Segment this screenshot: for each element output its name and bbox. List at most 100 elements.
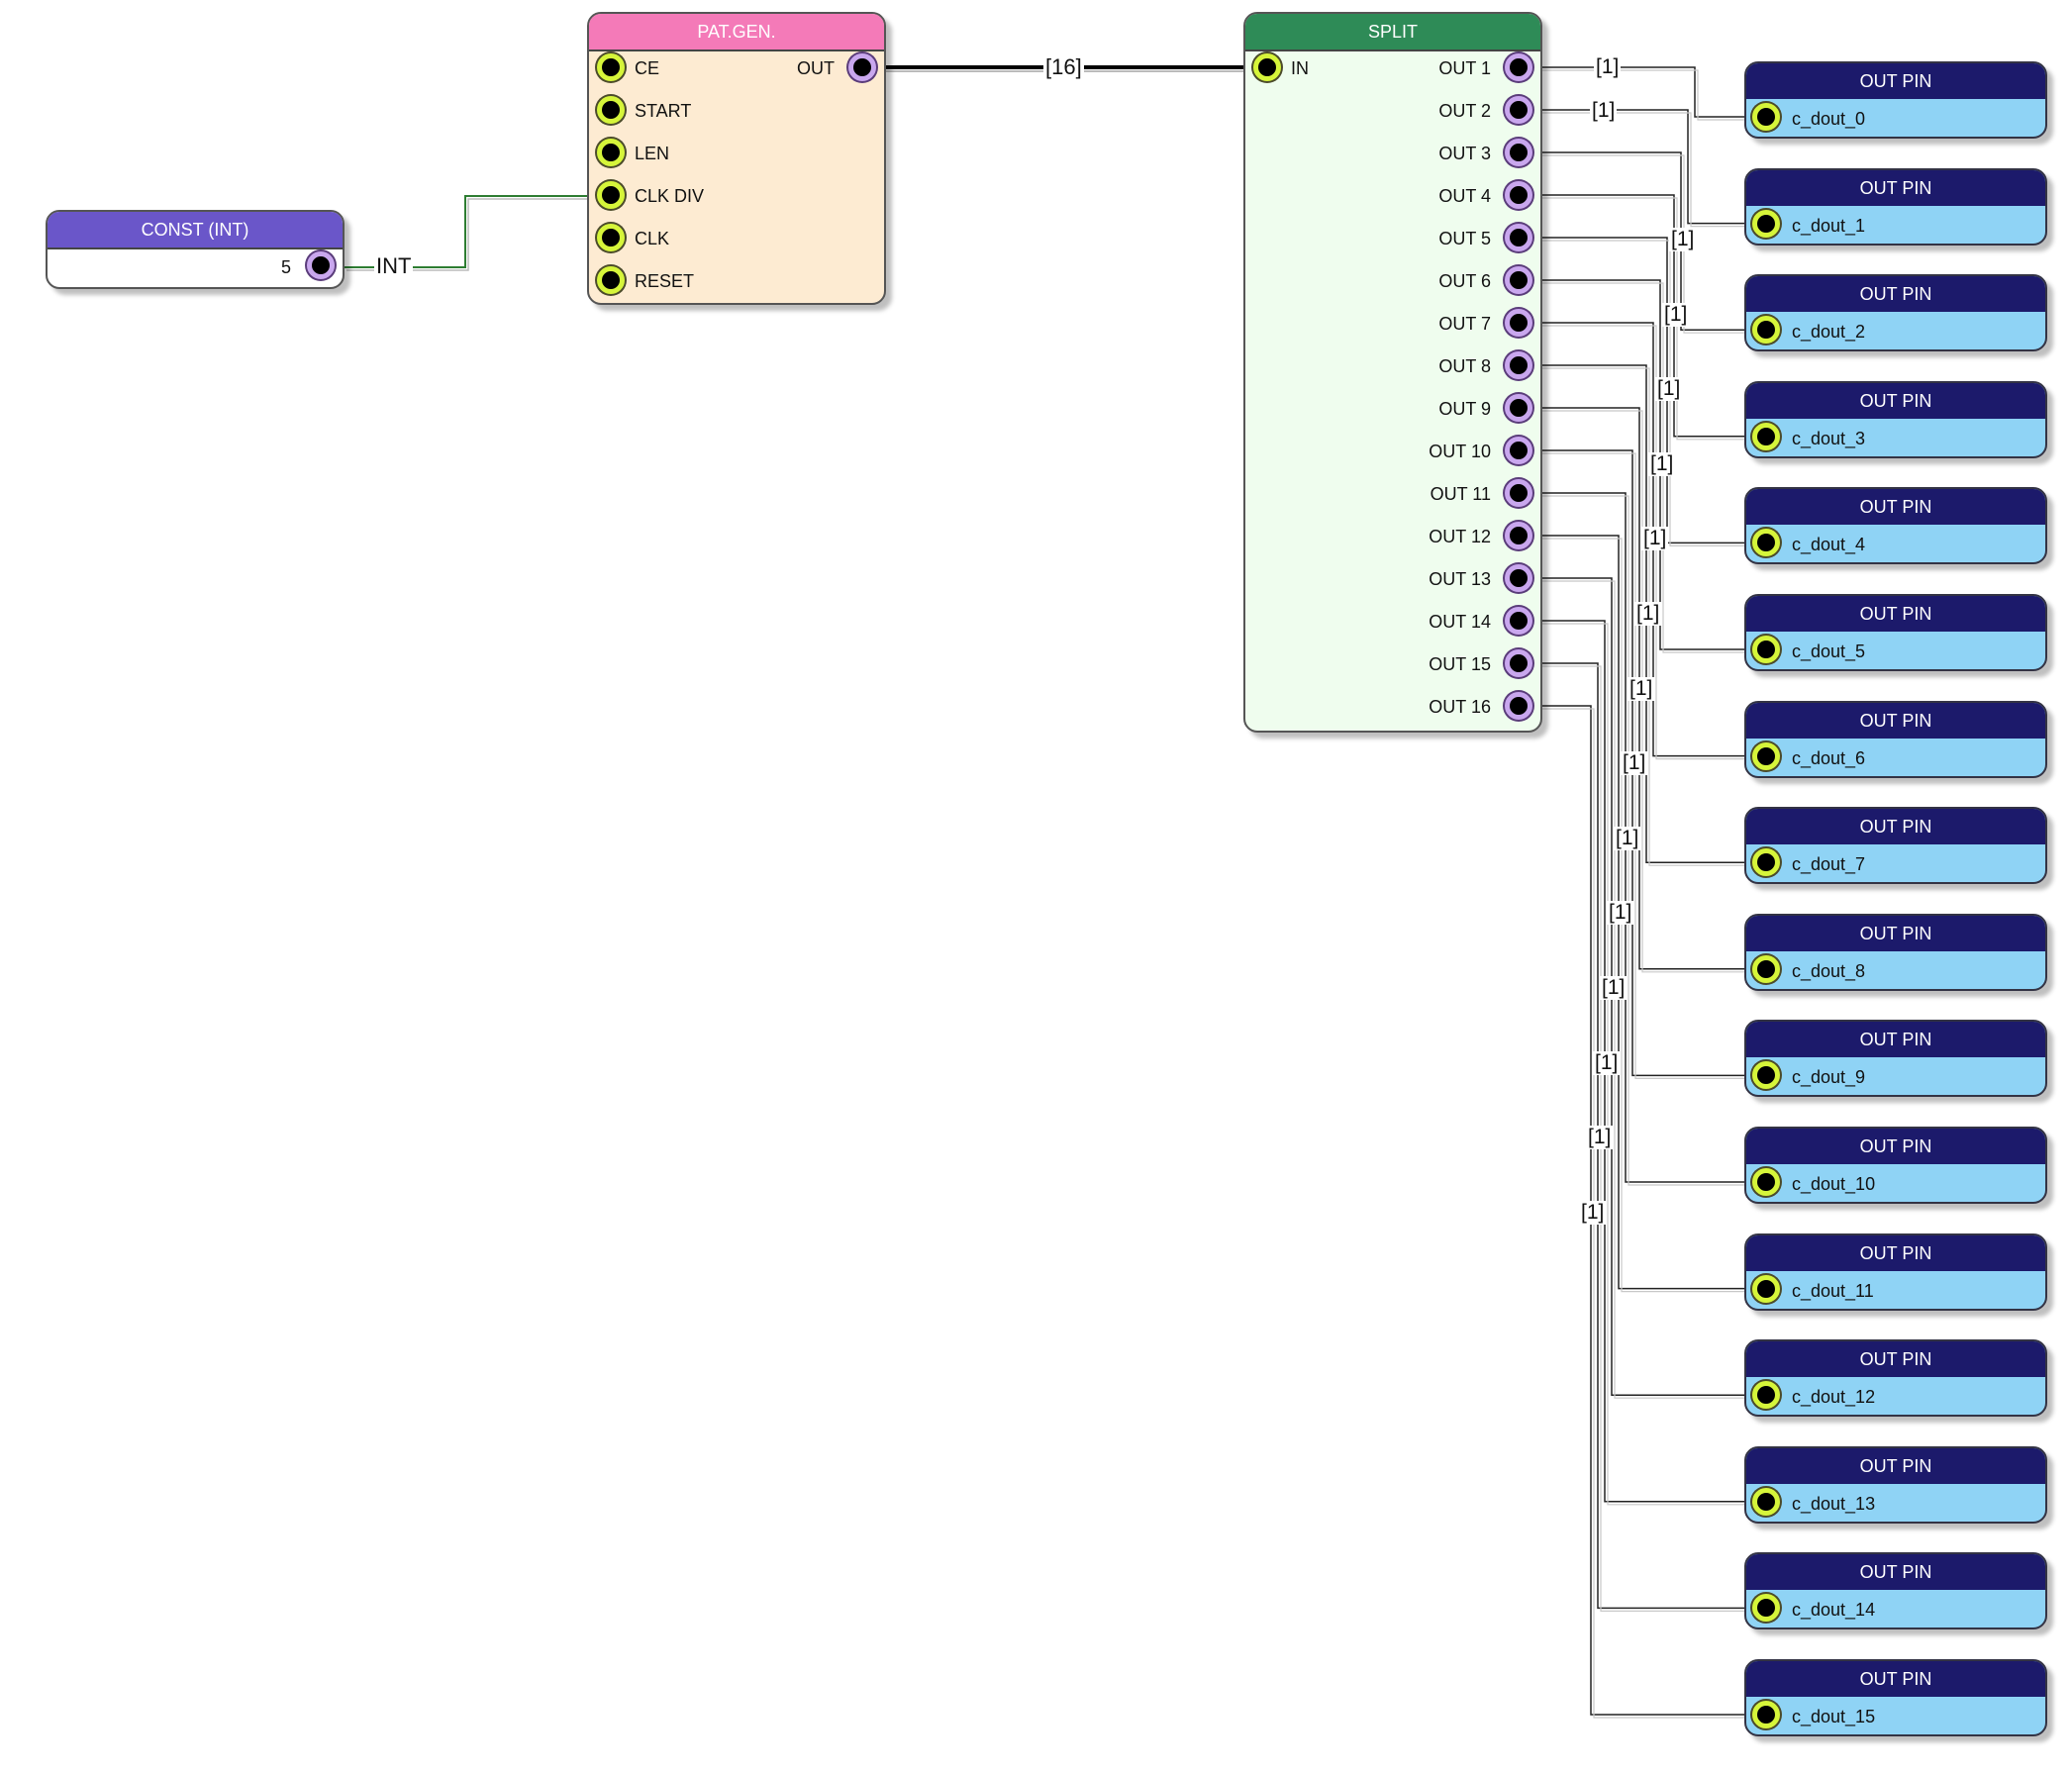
wire-split-out-13[interactable] bbox=[1542, 577, 1762, 1396]
out-pin-name: c_dout_11 bbox=[1792, 1280, 1874, 1301]
patgen-input-label-reset: RESET bbox=[635, 271, 695, 291]
wire-split-out-2-shadow[interactable] bbox=[1542, 112, 1762, 228]
wire-label-bit-8: [1] bbox=[1634, 602, 1662, 626]
patgen-input-pin-ce[interactable] bbox=[597, 53, 625, 81]
const-value: 5 bbox=[280, 257, 291, 277]
wire-split-out-13-shadow[interactable] bbox=[1542, 580, 1762, 1399]
out-pin-block-1[interactable]: OUT PIN c_dout_1 bbox=[1744, 167, 2047, 246]
split-input-pin[interactable] bbox=[1253, 53, 1281, 81]
split-output-label-7: OUT 7 bbox=[1438, 314, 1491, 334]
split-output-pin-4[interactable] bbox=[1505, 181, 1532, 209]
out-pin-input-pin[interactable] bbox=[1752, 1381, 1780, 1410]
wire-split-out-12[interactable] bbox=[1542, 535, 1762, 1290]
out-pin-input-pin[interactable] bbox=[1752, 1487, 1780, 1516]
out-pin-title: OUT PIN bbox=[1746, 63, 2045, 99]
split-output-pin-5[interactable] bbox=[1505, 224, 1532, 251]
out-pin-input-pin[interactable] bbox=[1752, 209, 1780, 238]
split-output-pin-3[interactable] bbox=[1505, 139, 1532, 166]
out-pin-title: OUT PIN bbox=[1746, 169, 2045, 206]
out-pin-input-pin[interactable] bbox=[1752, 1168, 1780, 1196]
const-output-pin[interactable] bbox=[307, 251, 335, 279]
const-int-block[interactable]: CONST (INT) 5 bbox=[46, 210, 345, 289]
patgen-input-label-ce: CE bbox=[635, 58, 660, 78]
out-pin-name: c_dout_6 bbox=[1792, 747, 1866, 768]
split-output-label-10: OUT 10 bbox=[1429, 442, 1491, 461]
split-output-pin-16[interactable] bbox=[1505, 692, 1532, 720]
split-output-label-14: OUT 14 bbox=[1429, 612, 1491, 632]
split-output-pin-10[interactable] bbox=[1505, 437, 1532, 464]
out-pin-name: c_dout_9 bbox=[1792, 1067, 1866, 1088]
split-output-pin-12[interactable] bbox=[1505, 522, 1532, 549]
wire-split-out-3-shadow[interactable] bbox=[1542, 154, 1762, 334]
wire-split-out-5-shadow[interactable] bbox=[1542, 240, 1762, 547]
split-output-pin-7[interactable] bbox=[1505, 309, 1532, 337]
wire-label-int: INT bbox=[374, 253, 414, 279]
split-output-pin-13[interactable] bbox=[1505, 564, 1532, 592]
split-output-pin-11[interactable] bbox=[1505, 479, 1532, 507]
out-pin-input-pin[interactable] bbox=[1752, 1701, 1780, 1728]
wire-split-out-15[interactable] bbox=[1542, 662, 1762, 1610]
wire-label-16: [16] bbox=[1043, 54, 1084, 80]
wire-split-out-4[interactable] bbox=[1542, 194, 1762, 438]
out-pin-title: OUT PIN bbox=[1746, 1234, 2045, 1271]
patgen-output-label: OUT bbox=[797, 58, 835, 78]
patgen-input-pin-reset[interactable] bbox=[597, 266, 625, 294]
out-pin-title: OUT PIN bbox=[1746, 596, 2045, 632]
patgen-input-pin-clk[interactable] bbox=[597, 224, 625, 251]
split-output-pin-14[interactable] bbox=[1505, 607, 1532, 635]
out-pin-input-pin[interactable] bbox=[1752, 529, 1780, 557]
out-pin-input-pin[interactable] bbox=[1752, 848, 1780, 877]
wire-split-out-15-shadow[interactable] bbox=[1542, 665, 1762, 1613]
wire-split-out-4-shadow[interactable] bbox=[1542, 197, 1762, 441]
split-output-pin-1[interactable] bbox=[1505, 53, 1532, 81]
wire-split-out-14[interactable] bbox=[1542, 620, 1762, 1503]
split-output-pin-15[interactable] bbox=[1505, 649, 1532, 677]
patgen-input-pin-start[interactable] bbox=[597, 96, 625, 124]
split-output-pin-6[interactable] bbox=[1505, 266, 1532, 294]
split-output-pin-2[interactable] bbox=[1505, 96, 1532, 124]
wire-label-bit-10: [1] bbox=[1621, 751, 1648, 776]
out-pin-name: c_dout_3 bbox=[1792, 428, 1866, 448]
out-pin-input-pin[interactable] bbox=[1752, 1274, 1780, 1303]
patgen-input-pin-len[interactable] bbox=[597, 139, 625, 166]
out-pin-input-pin[interactable] bbox=[1752, 316, 1780, 345]
out-pin-input-pin[interactable] bbox=[1752, 954, 1780, 983]
out-pin-input-pin[interactable] bbox=[1752, 103, 1780, 131]
wire-label-bit-6: [1] bbox=[1648, 451, 1676, 476]
patgen-input-pin-clk-div[interactable] bbox=[597, 181, 625, 209]
patgen-output-pin[interactable] bbox=[848, 53, 876, 81]
wire-label-bit-16: [1] bbox=[1579, 1200, 1607, 1225]
wire-split-out-16-shadow[interactable] bbox=[1542, 708, 1762, 1719]
wire-split-out-12-shadow[interactable] bbox=[1542, 538, 1762, 1293]
split-output-label-16: OUT 16 bbox=[1429, 697, 1491, 717]
out-pin-block-11[interactable]: OUT PIN c_dout_11 bbox=[1744, 1233, 2047, 1311]
out-pin-input-pin[interactable] bbox=[1752, 1061, 1780, 1090]
split-output-pin-8[interactable] bbox=[1505, 351, 1532, 379]
wire-split-out-2[interactable] bbox=[1542, 109, 1762, 225]
split-output-pin-9[interactable] bbox=[1505, 394, 1532, 422]
out-pin-input-pin[interactable] bbox=[1752, 422, 1780, 450]
out-pin-name: c_dout_1 bbox=[1792, 215, 1866, 236]
out-pin-input-pin[interactable] bbox=[1752, 636, 1780, 663]
out-pin-input-pin[interactable] bbox=[1752, 741, 1780, 770]
wire-split-out-11-shadow[interactable] bbox=[1542, 495, 1762, 1186]
out-pin-input-pin[interactable] bbox=[1752, 1594, 1780, 1623]
wire-split-out-16[interactable] bbox=[1542, 705, 1762, 1716]
split-input-label: IN bbox=[1291, 58, 1309, 78]
